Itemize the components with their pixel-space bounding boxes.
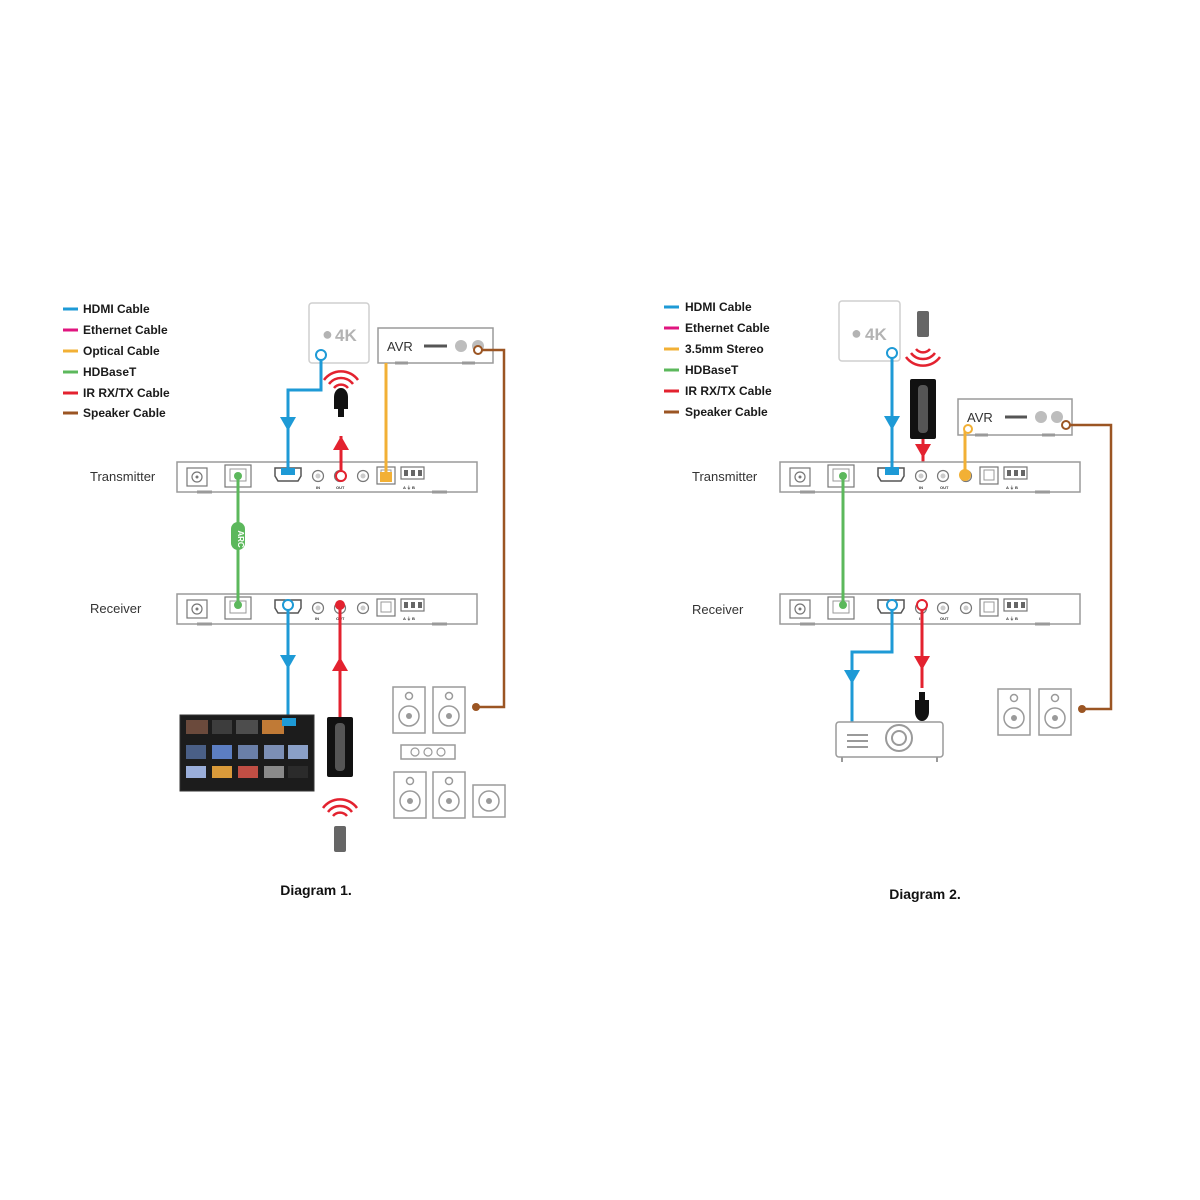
hdbaset-cable: ARC — [231, 472, 245, 609]
receiver-2: IN OUT A ⏚ B — [778, 592, 1082, 626]
legend-label: Optical Cable — [83, 344, 160, 358]
legend-label: Ethernet Cable — [83, 323, 168, 337]
avr-device: AVR — [957, 398, 1073, 437]
speaker-icon — [432, 686, 466, 734]
legend-label: 3.5mm Stereo — [685, 342, 764, 356]
speaker-cable — [1061, 420, 1113, 713]
terminal-label: A ⏚ B — [403, 615, 415, 621]
legend-item: HDBaseT — [664, 363, 739, 377]
legend-label: Speaker Cable — [83, 406, 166, 420]
apple-icon: ● — [851, 323, 862, 343]
speaker-icon — [392, 686, 426, 734]
diagram-1: HDMI Cable Ethernet Cable Optical Cable … — [63, 302, 506, 898]
legend-item: Speaker Cable — [63, 406, 166, 420]
legend-item: HDBaseT — [63, 365, 137, 379]
hdmi-plug — [282, 718, 296, 726]
legend-item: IR RX/TX Cable — [664, 384, 772, 398]
arc-badge — [231, 522, 245, 550]
legend-label: Speaker Cable — [685, 405, 768, 419]
apple-tv-source: ● 4K — [838, 300, 901, 362]
ir-in-label: IN — [919, 485, 923, 490]
transmitter-label: Transmitter — [692, 469, 758, 484]
tv-display — [179, 714, 315, 792]
hdmi-cable — [280, 599, 296, 725]
ir-out-label: OUT — [336, 485, 345, 490]
legend-label: HDBaseT — [685, 363, 739, 377]
avr-knob — [1035, 411, 1047, 423]
legend-item: Speaker Cable — [664, 405, 768, 419]
ir-in-label: IN — [315, 616, 319, 621]
remote-icon — [334, 826, 346, 852]
arc-label: ARC — [236, 530, 245, 548]
diagram-2: HDMI Cable Ethernet Cable 3.5mm Stereo H… — [664, 300, 1113, 902]
center-speaker-icon — [400, 744, 456, 760]
legend-label: Ethernet Cable — [685, 321, 770, 335]
receiver-label: Receiver — [692, 602, 744, 617]
legend-item: Ethernet Cable — [63, 323, 168, 337]
terminal-label: A ⏚ B — [1006, 615, 1018, 621]
subwoofer-icon — [472, 784, 506, 818]
terminal-label: A ⏚ B — [1006, 484, 1018, 490]
speaker-icon — [997, 688, 1031, 736]
legend-item: Ethernet Cable — [664, 321, 770, 335]
hdbaset-cable — [839, 472, 847, 609]
avr-label: AVR — [387, 339, 413, 354]
receiver-1: IN OUT A ⏚ B — [175, 592, 479, 626]
avr-device: AVR — [377, 327, 494, 365]
transmitter-1: IN OUT A ⏚ B — [175, 460, 479, 494]
avr-knob — [1051, 411, 1063, 423]
ir-receiver-bar-icon — [327, 717, 353, 777]
speaker-icon — [1038, 688, 1072, 736]
legend-label: IR RX/TX Cable — [83, 386, 170, 400]
ir-tx-cable — [903, 599, 941, 746]
source-label: 4K — [335, 326, 357, 345]
stereo-cable — [959, 424, 973, 481]
speaker-icon — [393, 771, 427, 819]
legend-label: IR RX/TX Cable — [685, 384, 772, 398]
ir-tx-cable — [321, 600, 359, 852]
legend-label: HDBaseT — [83, 365, 137, 379]
speaker-system — [997, 688, 1072, 736]
legend-label: HDMI Cable — [685, 300, 752, 314]
receiver-label: Receiver — [90, 601, 142, 616]
projector-icon — [835, 721, 944, 762]
legend-item: 3.5mm Stereo — [664, 342, 764, 356]
ir-emitter-icon — [915, 692, 929, 721]
legend-item: IR RX/TX Cable — [63, 386, 170, 400]
source-label: 4K — [865, 325, 887, 344]
legend-item: Optical Cable — [63, 344, 160, 358]
apple-tv-source: ● 4K — [308, 302, 370, 364]
avr-label: AVR — [967, 410, 993, 425]
ir-in-label: IN — [316, 485, 320, 490]
ir-out-label: OUT — [940, 485, 949, 490]
speaker-icon — [432, 771, 466, 819]
ir-receiver-bar-icon — [910, 379, 936, 439]
diagram-caption: Diagram 2. — [889, 886, 961, 902]
hdmi-cable — [884, 347, 900, 475]
speaker-system — [392, 686, 506, 819]
hdmi-cable — [280, 349, 327, 475]
apple-icon: ● — [322, 324, 333, 344]
avr-knob — [455, 340, 467, 352]
ir-out-label: OUT — [940, 616, 949, 621]
ir-sensor-icon — [334, 388, 348, 417]
speaker-cable — [472, 345, 506, 711]
ir-rx-cable — [322, 370, 360, 482]
remote-icon — [917, 311, 929, 337]
transmitter-2: IN OUT A ⏚ B — [778, 460, 1082, 494]
legend-item: HDMI Cable — [664, 300, 752, 314]
legend-2: HDMI Cable Ethernet Cable 3.5mm Stereo H… — [664, 300, 772, 419]
transmitter-label: Transmitter — [90, 469, 156, 484]
diagram-caption: Diagram 1. — [280, 882, 352, 898]
legend-1: HDMI Cable Ethernet Cable Optical Cable … — [63, 302, 170, 420]
optical-cable — [380, 363, 392, 482]
legend-label: HDMI Cable — [83, 302, 150, 316]
terminal-label: A ⏚ B — [403, 484, 415, 490]
legend-item: HDMI Cable — [63, 302, 150, 316]
ir-rx-cable — [904, 311, 942, 479]
